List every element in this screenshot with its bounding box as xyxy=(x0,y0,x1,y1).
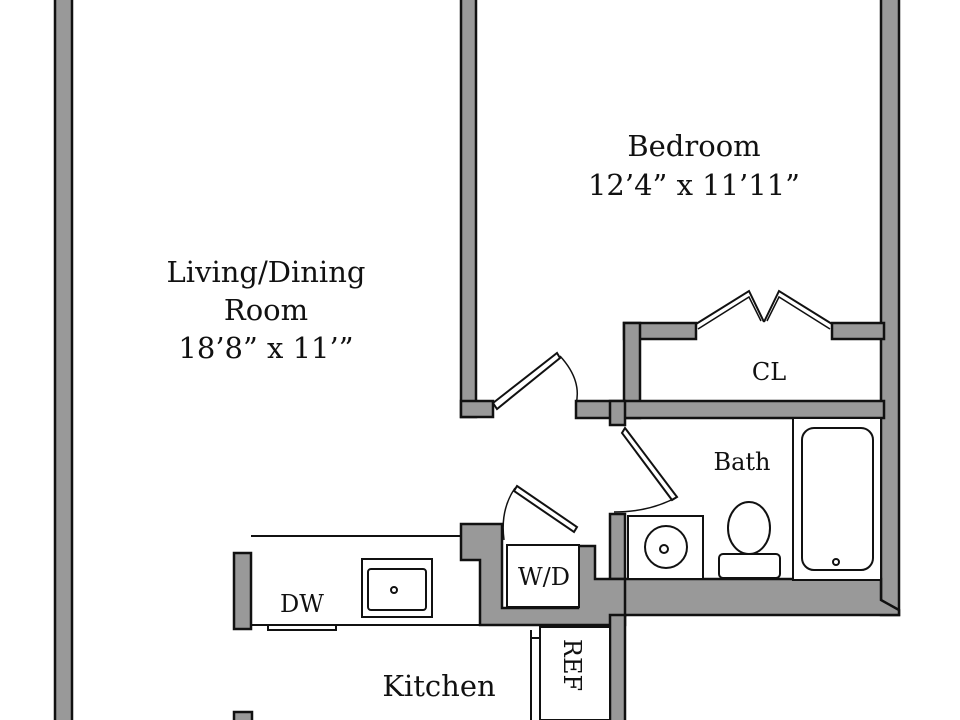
closet-label: CL xyxy=(752,358,786,386)
bedroom-door-leaf xyxy=(491,351,562,411)
bath-sink-drain xyxy=(659,544,669,554)
wall-right-exterior xyxy=(879,0,901,617)
living-room-name-line1: Living/Dining xyxy=(167,255,366,289)
kitchen-counter xyxy=(251,535,481,626)
walls xyxy=(53,0,901,720)
bedroom-door-swing xyxy=(559,355,578,405)
wall-bedroom-bottom xyxy=(574,399,886,420)
bedroom-size: 12’4” x 11’11” xyxy=(588,168,800,202)
closet-door-left xyxy=(695,289,765,325)
laundry-door-leaf xyxy=(512,484,579,534)
bedroom-name: Bedroom xyxy=(627,129,760,163)
wall-bath-left-upper xyxy=(608,399,627,427)
wall-bedroom-left-stub xyxy=(459,399,495,419)
wall-bedroom-left xyxy=(459,0,478,419)
doors xyxy=(491,289,833,541)
closet-door-right-inner xyxy=(766,295,831,330)
washer-dryer-unit xyxy=(506,544,580,608)
wall-left-exterior xyxy=(53,0,74,720)
wall-kitchen-left-bottom xyxy=(232,710,254,720)
kitchen-label: Kitchen xyxy=(382,669,495,703)
kitchen-sink-drain xyxy=(390,586,398,594)
refrigerator xyxy=(539,626,611,720)
kitchen-fixtures xyxy=(251,535,611,720)
labels: Living/Dining Room 18’8” x 11’” Bedroom … xyxy=(167,129,800,703)
bathtub-basin xyxy=(801,427,874,571)
bath-label: Bath xyxy=(713,448,770,476)
dishwasher-handle xyxy=(267,624,337,631)
toilet-tank xyxy=(718,553,781,579)
laundry-door-swing xyxy=(502,487,516,541)
washer-dryer-label: W/D xyxy=(518,563,570,591)
wall-closet-front-right xyxy=(830,321,886,341)
dishwasher-label: DW xyxy=(280,590,324,618)
wall-kitchen-right xyxy=(608,613,627,720)
refrigerator-door-edge xyxy=(530,630,540,720)
wall-bath-bottom xyxy=(608,577,901,617)
bath-door-swing xyxy=(613,496,678,513)
toilet-bowl xyxy=(727,501,771,555)
bath-door-leaf xyxy=(620,426,679,502)
closet-door-left-inner xyxy=(697,295,762,330)
wall-kitchen-left xyxy=(232,551,253,631)
bath-fixtures xyxy=(627,417,882,581)
refrigerator-label: REF xyxy=(558,639,586,691)
bathtub-drain xyxy=(832,558,840,566)
living-room-name-line2: Room xyxy=(224,293,308,327)
closet-door-right xyxy=(763,289,833,325)
living-room-size: 18’8” x 11’” xyxy=(178,331,353,365)
